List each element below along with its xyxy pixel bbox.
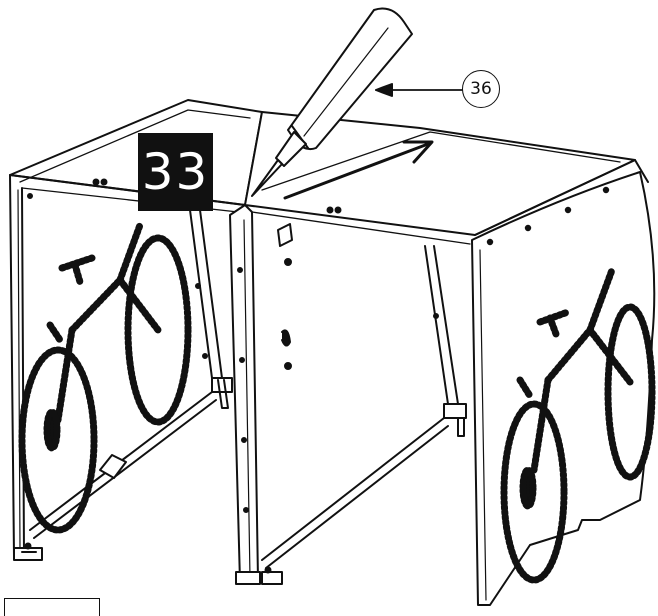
part-number-callout: 36 [462, 70, 500, 108]
step-number-badge: 33 [138, 133, 213, 211]
bicycle-icon [500, 266, 656, 584]
sealant-tube-icon [251, 7, 413, 197]
right-storage-unit [229, 111, 656, 606]
direction-arrow-icon [283, 140, 434, 200]
bicycle-icon [18, 221, 192, 534]
callout-leader [375, 83, 463, 97]
left-storage-unit [9, 99, 263, 561]
corner-frame [4, 598, 100, 616]
